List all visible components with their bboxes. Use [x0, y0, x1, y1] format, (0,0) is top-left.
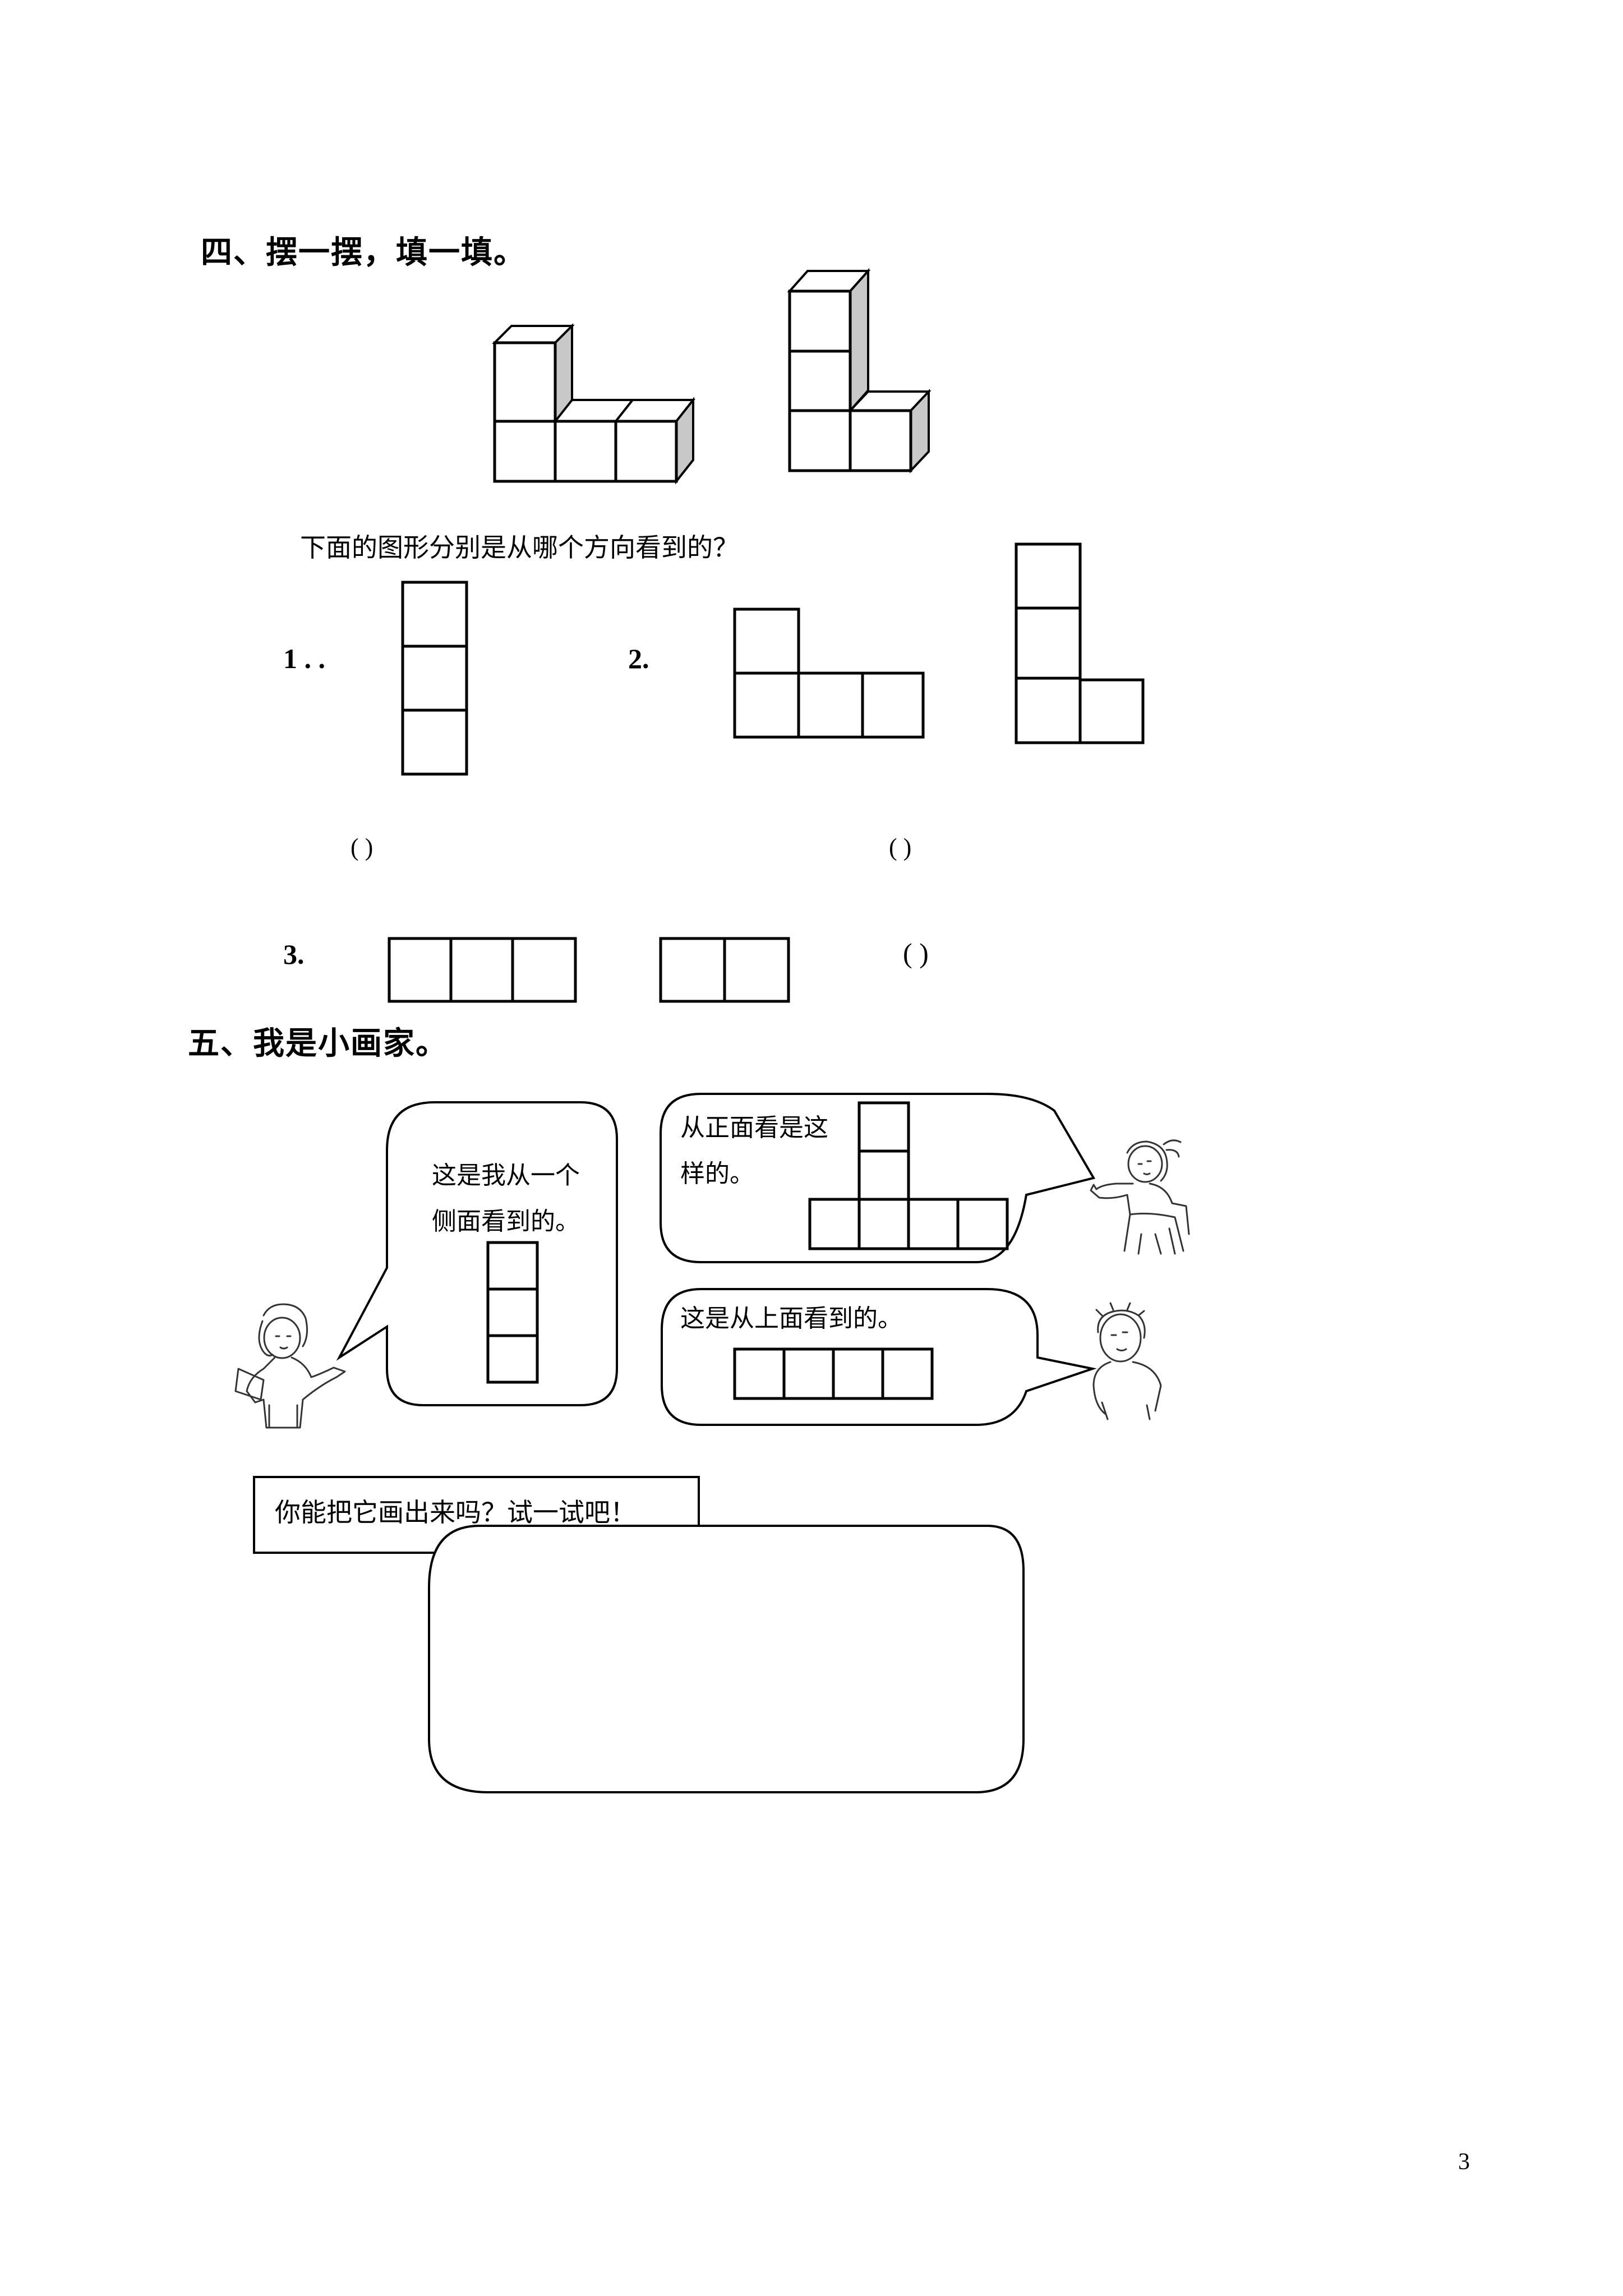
item-3-label: 3. [283, 938, 305, 970]
view-2-l-shape [733, 608, 925, 739]
bubble-top-text: 这是从上面看到的。 [680, 1304, 902, 1333]
view-3-row-of-three [388, 937, 577, 1003]
bubble-side-text: 这是我从一个 侧面看到的。 [432, 1153, 580, 1245]
cube-arrangement-b [787, 268, 932, 474]
boy-icon [1092, 1302, 1162, 1420]
bubble-side-line-1: 这是我从一个 [432, 1161, 580, 1190]
view-2b-tall-l-shape [1015, 542, 1145, 744]
bubble-front-line-2: 样的。 [680, 1159, 754, 1188]
section4-heading: 四、摆一摆，填一填。 [201, 234, 526, 271]
answer-blank-1[interactable]: ( ) [351, 834, 374, 861]
bubble-side-line-2: 侧面看到的。 [432, 1207, 580, 1236]
girl-pointing-icon [1090, 1139, 1190, 1255]
drawing-area [428, 1525, 1025, 1793]
girl-with-book-icon [234, 1303, 346, 1429]
answer-blank-2[interactable]: ( ) [889, 834, 912, 861]
bubble-front-line-1: 从正面看是这 [680, 1114, 828, 1142]
page-number: 3 [1458, 2149, 1470, 2175]
drawing-prompt: 你能把它画出来吗？试一试吧！ [275, 1497, 636, 1527]
cube-arrangement-a [492, 323, 696, 485]
section4-question: 下面的图形分别是从哪个方向看到的？ [300, 532, 739, 563]
item-1-label: 1 . . [283, 643, 325, 674]
section5-heading: 五、我是小画家。 [188, 1025, 448, 1062]
view-1-vertical-three [401, 581, 468, 776]
view-3-row-of-two [659, 937, 790, 1003]
answer-blank-3[interactable]: ( ) [903, 937, 929, 969]
bubble-side-view [336, 1101, 618, 1406]
item-2-label: 2. [628, 643, 649, 674]
bubble-front-text: 从正面看是这 样的。 [680, 1105, 828, 1197]
